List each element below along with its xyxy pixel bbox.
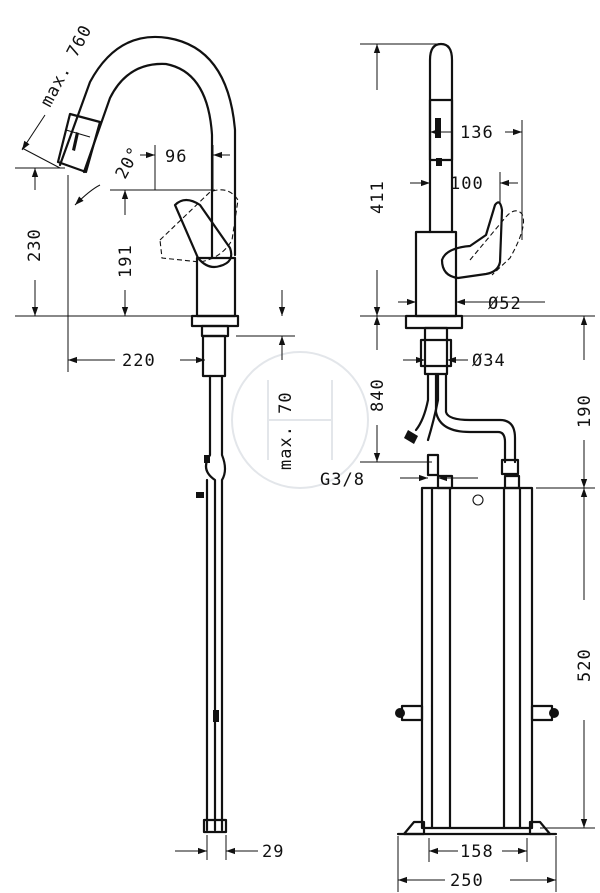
- label-angle: 20°: [112, 143, 145, 182]
- label-thread: G3/8: [320, 470, 365, 490]
- label-840: 840: [368, 378, 388, 412]
- label-158: 158: [460, 842, 494, 862]
- label-520: 520: [575, 648, 595, 682]
- side-dimensions: max. 760 20° 96 230 191 220 max. 70: [15, 22, 296, 862]
- label-dia-52: Ø52: [488, 294, 522, 314]
- label-220: 220: [122, 351, 156, 371]
- brand-watermark-icon: [231, 351, 369, 489]
- label-max-760: max. 760: [37, 22, 97, 111]
- label-230: 230: [25, 228, 45, 262]
- label-100: 100: [450, 174, 484, 194]
- label-dia-34: Ø34: [472, 351, 506, 371]
- label-136: 136: [460, 123, 494, 143]
- side-view-faucet: [56, 35, 240, 834]
- label-max-70: max. 70: [276, 391, 296, 470]
- label-190: 190: [575, 394, 595, 428]
- front-view-faucet: [395, 42, 559, 836]
- label-96: 96: [165, 147, 187, 167]
- label-29: 29: [262, 842, 284, 862]
- label-250: 250: [450, 871, 484, 891]
- label-191: 191: [116, 244, 136, 278]
- label-411: 411: [368, 180, 388, 214]
- front-dimensions: 411 136 100 Ø52 Ø34 840 190 G3/8: [320, 43, 595, 892]
